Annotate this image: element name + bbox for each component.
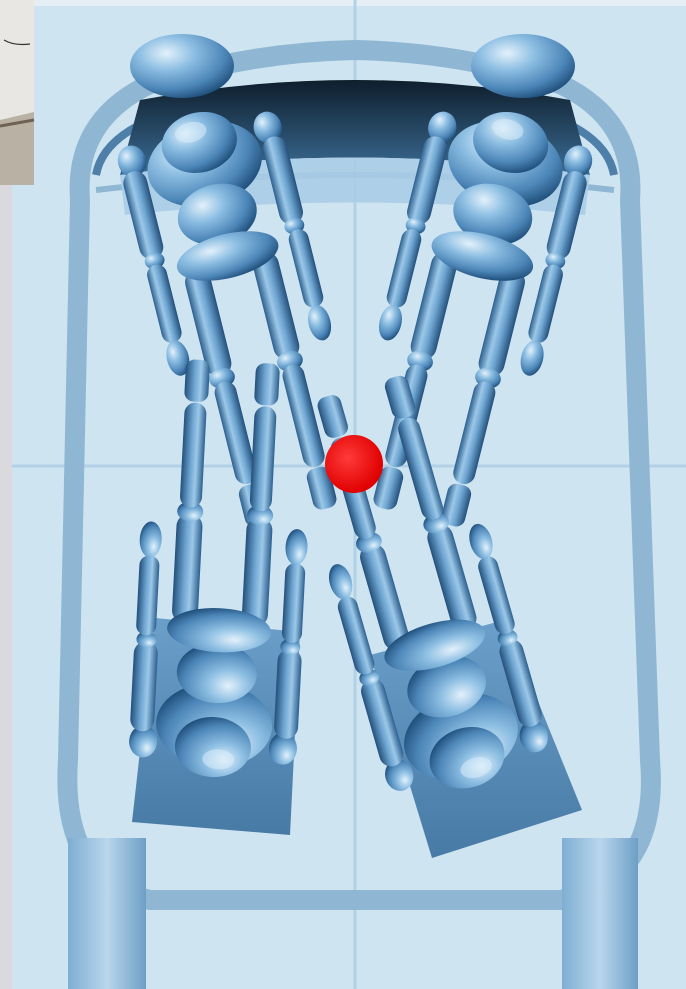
red-dot-icon — [325, 435, 383, 493]
photo-thumbnail-icon — [0, 0, 34, 185]
front-left-headrest — [130, 34, 234, 98]
rear-left-post — [68, 838, 146, 989]
rear-right-post — [562, 838, 638, 989]
front-right-headrest — [471, 34, 575, 98]
